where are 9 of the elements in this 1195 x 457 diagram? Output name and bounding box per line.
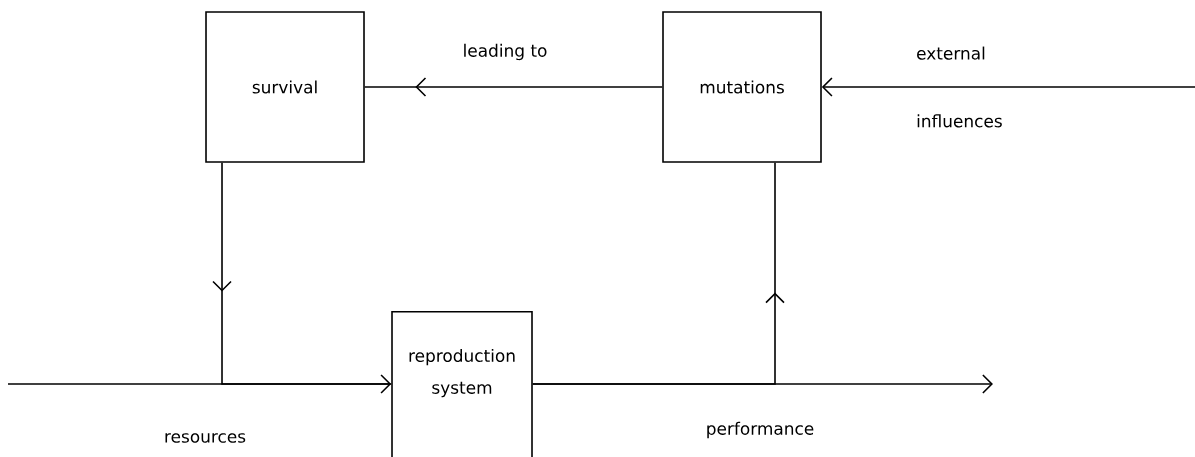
process-box: reproduction system	[391, 311, 533, 457]
edge-label: external influences	[917, 46, 1002, 128]
edge-label: leading to	[464, 43, 547, 61]
arrow	[7, 374, 392, 394]
arrow	[821, 77, 1195, 97]
edge-label: resources	[165, 433, 246, 443]
edge-label: performance	[707, 421, 814, 439]
process-box: survival	[205, 11, 365, 163]
process-box: mutations	[662, 11, 822, 163]
